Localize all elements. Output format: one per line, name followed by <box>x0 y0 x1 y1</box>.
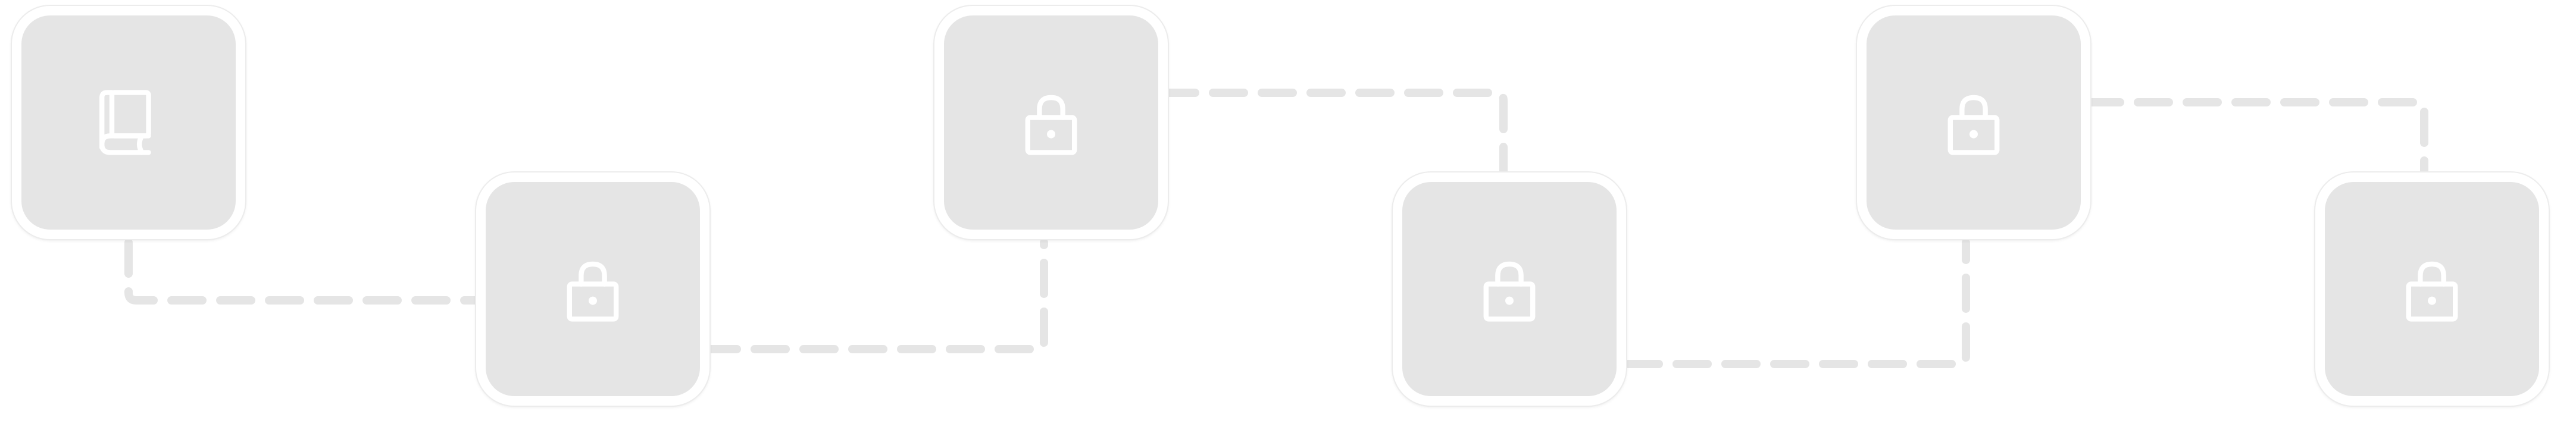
lesson-node-3[interactable] <box>934 6 1168 239</box>
path-segment-1-2 <box>124 239 484 305</box>
book-icon <box>99 90 151 155</box>
lock-icon <box>567 261 619 322</box>
lock-icon <box>1483 261 1536 322</box>
lock-icon <box>1025 95 1077 155</box>
path-segment-2-3 <box>702 239 1048 353</box>
path-segment-3-4 <box>1160 89 1508 177</box>
path-segment-4-5 <box>1624 239 1970 368</box>
lesson-node-5[interactable] <box>1857 6 2090 239</box>
lock-icon <box>1947 95 2000 155</box>
lesson-node-2[interactable] <box>476 172 709 406</box>
path-segment-5-6 <box>2085 98 2428 177</box>
lock-icon <box>2406 261 2458 322</box>
lesson-node-6[interactable] <box>2315 172 2549 406</box>
lesson-node-4[interactable] <box>1393 172 1626 406</box>
lesson-node-1[interactable] <box>12 6 245 239</box>
